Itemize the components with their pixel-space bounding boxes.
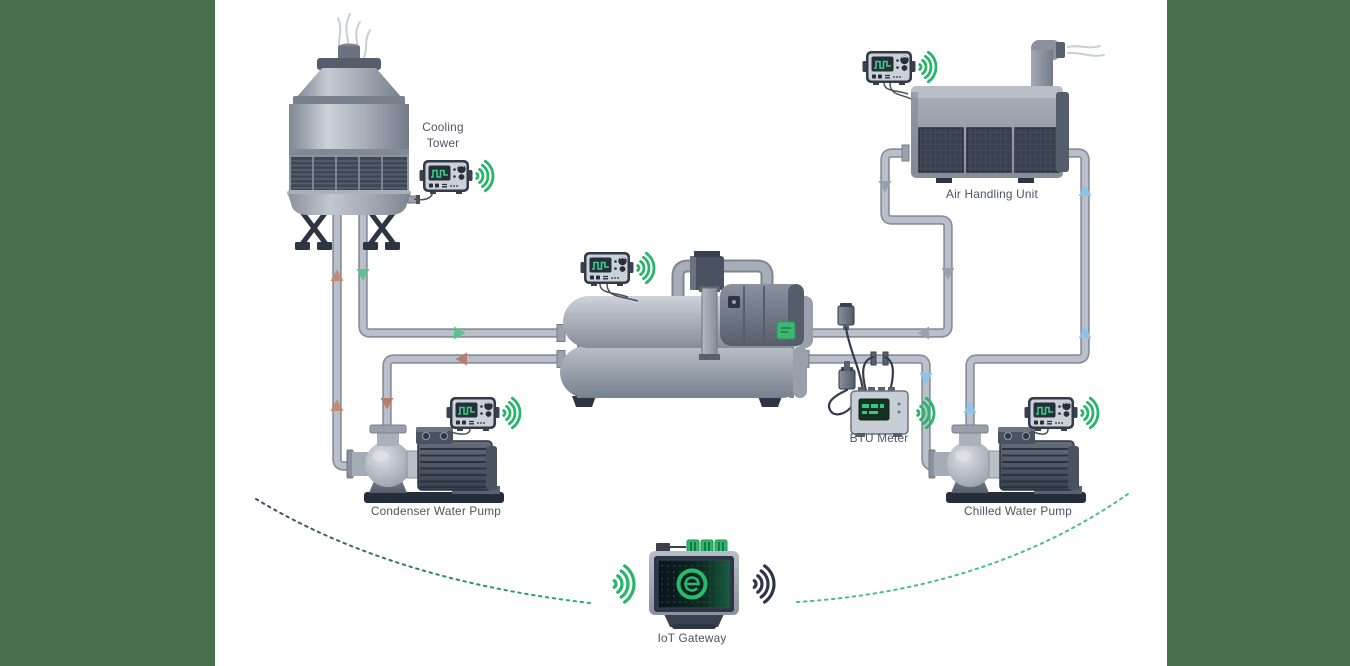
flow-arrow-left-warm	[455, 352, 467, 366]
air-handling-unit	[911, 40, 1105, 183]
pipe-condenser-supply-riser	[332, 208, 358, 471]
wireless-link-arc-left	[255, 498, 591, 604]
ahu-duct	[1031, 50, 1053, 92]
chiller-foot	[572, 396, 596, 407]
btu-meter	[850, 387, 909, 437]
flow-arrow-up-blue	[1078, 184, 1092, 196]
flow-arrow-up-blue	[1078, 326, 1092, 338]
tower-feet	[295, 242, 400, 250]
right-green-panel	[1167, 0, 1350, 666]
sensor-wire	[606, 283, 639, 302]
chiller-junction-box-edge	[690, 256, 696, 290]
compressor-seams	[743, 286, 765, 344]
iot-gateway-label: IoT Gateway	[658, 631, 727, 645]
chiller-badge	[776, 321, 796, 340]
iot-gateway	[612, 539, 776, 629]
flow-arrow-up-blue	[963, 401, 977, 413]
tower-body	[289, 104, 409, 150]
air-handling-unit-label: Air Handling Unit	[946, 187, 1038, 201]
chilled-pump-sensor	[1023, 396, 1079, 432]
sensor-wire	[599, 283, 629, 298]
fitting-stem	[844, 361, 850, 371]
sensor-wire	[447, 428, 471, 435]
pipe-sensor-fitting	[837, 302, 855, 326]
pipe-chilled-pump-to-ahu	[965, 148, 1090, 430]
left-green-panel	[0, 0, 215, 666]
gateway-connectors	[656, 539, 728, 555]
cooling-tower-label-line2: Tower	[427, 136, 459, 150]
flow-arrows	[330, 181, 1092, 413]
flow-arrow-down-gray	[941, 268, 955, 280]
ahu-grilles	[918, 127, 1060, 173]
chiller-foot	[758, 396, 782, 407]
ahu-left-shade	[911, 92, 918, 174]
tower-cone	[296, 68, 402, 98]
gateway-stand-base	[672, 624, 716, 629]
chiller-junction-box	[690, 256, 724, 290]
tower-louvers	[289, 155, 409, 194]
field-sensors	[413, 50, 1100, 435]
condenser-water-pump-label: Condenser Water Pump	[371, 504, 501, 518]
meter-cables	[827, 326, 894, 416]
btu-meter-label: BTU Meter	[850, 431, 909, 445]
pillar-base	[699, 354, 720, 360]
wireless-link-arc-right	[796, 493, 1129, 603]
cooling-tower-sensor	[418, 159, 474, 195]
cooling-tower	[287, 13, 420, 250]
ahu-right-cap	[1056, 92, 1069, 172]
pipe-tower-to-chiller	[358, 208, 564, 338]
btu-meter-display	[858, 398, 890, 421]
flow-arrow-left-gray	[917, 326, 929, 340]
flow-arrow-down-blue	[919, 373, 933, 385]
tower-rim-band	[293, 96, 405, 105]
piping-network	[332, 144, 1090, 471]
flow-arrow-right-green	[454, 326, 466, 340]
flow-arrow-down-warm	[380, 398, 394, 410]
btu-meter-digits	[862, 404, 884, 414]
ahu-foot	[936, 176, 952, 183]
pipe-chiller-to-condenser-pump	[382, 354, 564, 430]
chilled-water-pump-label: Chilled Water Pump	[964, 504, 1072, 518]
flange	[901, 144, 910, 162]
flow-arrow-down-green	[356, 269, 370, 281]
ahu-top-band	[911, 86, 1063, 98]
energy-logo-icon	[676, 568, 708, 600]
pipe-ahu-to-chiller	[806, 148, 953, 338]
tower-band	[289, 149, 409, 157]
chiller	[560, 251, 813, 407]
cooling-tower-label-line1: Cooling	[422, 120, 463, 134]
ahu-sensor	[861, 50, 917, 86]
ahu-foot	[1018, 176, 1034, 183]
condenser-pump-sensor	[445, 396, 501, 432]
ahu-duct-opening	[1056, 42, 1065, 58]
flow-arrow-down-gray	[878, 181, 892, 193]
chiller-bottom-shell-cap	[793, 346, 807, 398]
sensor-wire	[889, 82, 912, 100]
chiller-junction-box-top	[694, 251, 720, 257]
tower-lid	[317, 58, 381, 70]
sensor-wire	[1030, 428, 1049, 435]
btu-meter-assembly	[827, 302, 936, 437]
flange	[556, 324, 566, 342]
compressor-gauge-dot	[732, 300, 736, 304]
flow-arrow-up-warm	[330, 399, 344, 411]
gateway-stand	[664, 614, 724, 627]
wifi-signal-icon	[752, 564, 776, 604]
chiller-pillar	[701, 287, 718, 357]
chiller-sensor	[579, 251, 635, 287]
wifi-signal-icon	[612, 564, 636, 604]
flow-arrow-up-warm	[330, 269, 344, 281]
tower-basin	[288, 194, 410, 215]
exhaust-wisps	[1067, 45, 1105, 57]
chiller-bottom-shell	[560, 346, 807, 398]
